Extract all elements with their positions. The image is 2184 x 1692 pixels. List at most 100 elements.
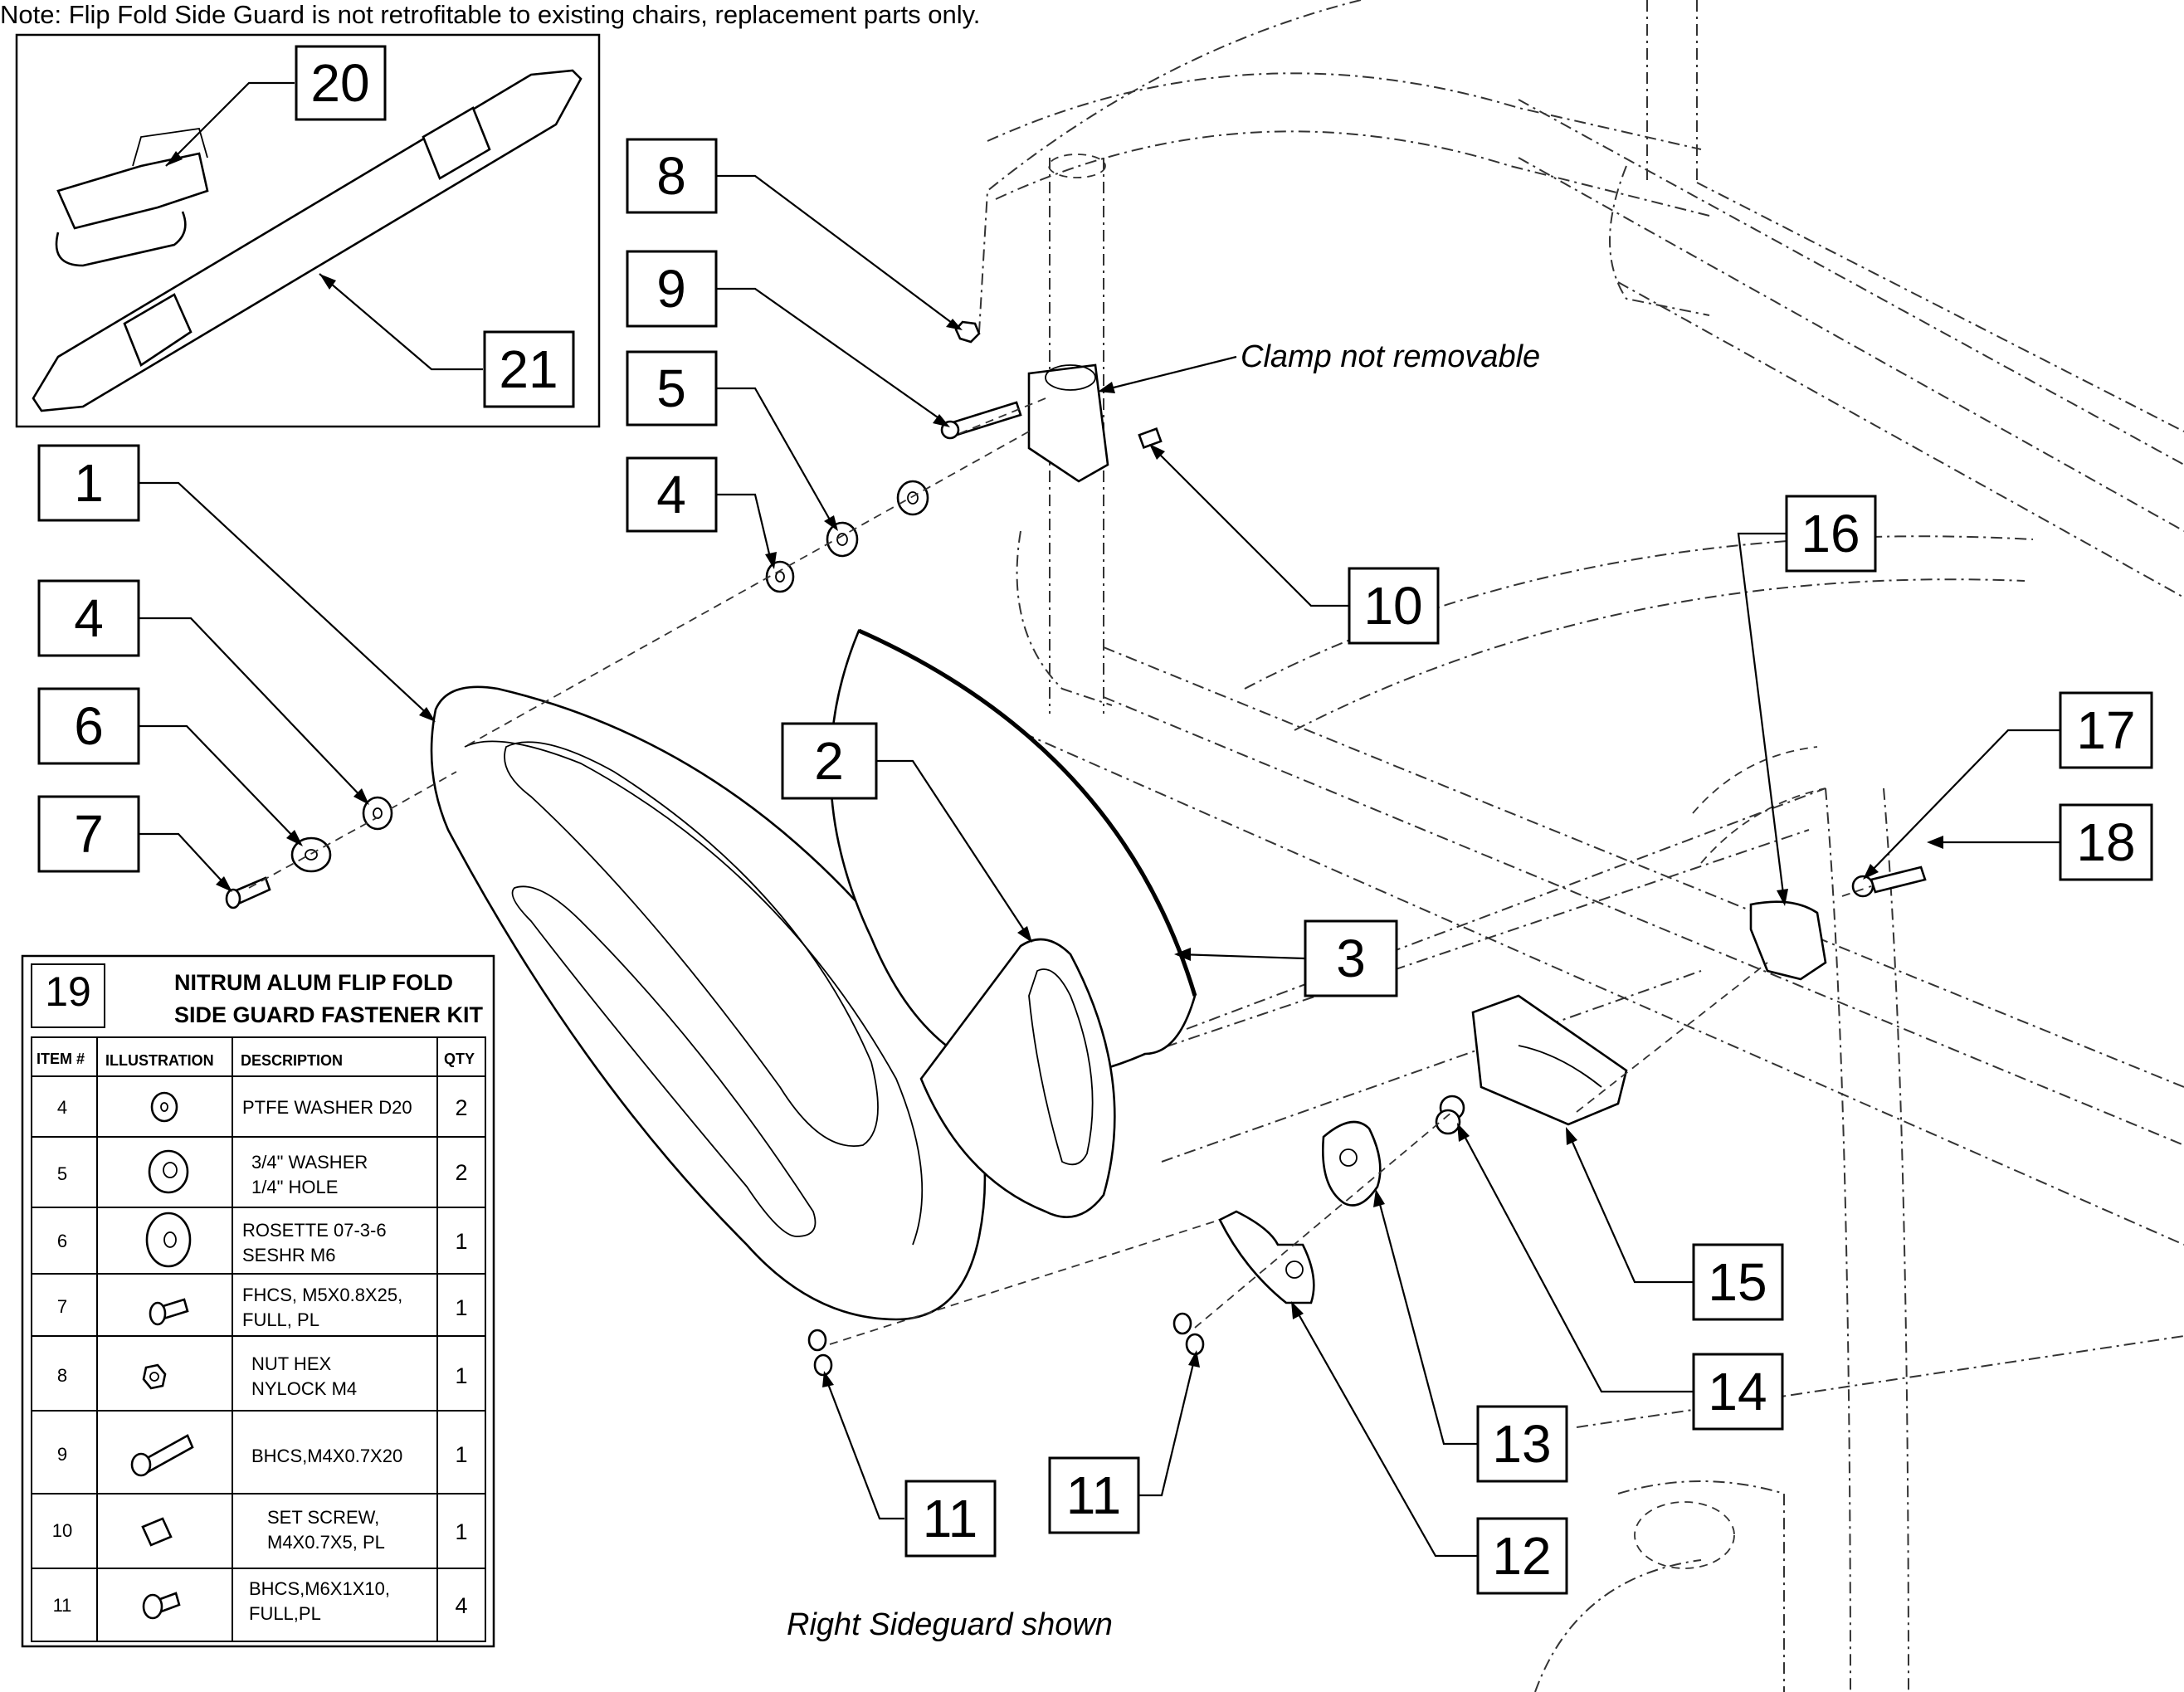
callout-6: 6 <box>37 687 140 765</box>
callout-12: 12 <box>1476 1517 1568 1595</box>
callout-18: 18 <box>2059 803 2153 881</box>
header-illustration: ILLUSTRATION <box>105 1052 214 1069</box>
svg-text:4: 4 <box>455 1593 467 1618</box>
callout-13: 13 <box>1476 1405 1568 1483</box>
svg-text:10: 10 <box>1363 576 1422 636</box>
callout-8: 8 <box>626 138 718 214</box>
svg-text:NUT HEX: NUT HEX <box>251 1353 331 1374</box>
assembly-lines <box>248 397 1872 1345</box>
svg-text:20: 20 <box>310 53 369 113</box>
callout-2: 2 <box>781 722 878 800</box>
svg-text:5: 5 <box>656 358 686 418</box>
header-qty: QTY <box>444 1051 475 1067</box>
callout-4-upper: 4 <box>626 456 718 533</box>
svg-text:8: 8 <box>656 146 686 206</box>
kit-row: 6 ROSETTE 07-3-6 SESHR M6 1 <box>57 1212 468 1268</box>
svg-text:ROSETTE 07-3-6: ROSETTE 07-3-6 <box>242 1220 387 1241</box>
svg-text:1: 1 <box>455 1519 467 1544</box>
svg-text:10: 10 <box>52 1520 72 1541</box>
svg-text:7: 7 <box>74 804 104 864</box>
svg-text:SESHR M6: SESHR M6 <box>242 1245 335 1265</box>
svg-text:5: 5 <box>57 1163 67 1184</box>
screw-icon <box>142 1592 181 1620</box>
callout-21: 21 <box>483 330 575 408</box>
header-item: ITEM # <box>37 1051 85 1067</box>
svg-text:18: 18 <box>2076 812 2135 872</box>
kit-row: 5 3/4" WASHER 1/4" HOLE 2 <box>57 1149 468 1197</box>
screw-icon <box>149 1298 189 1326</box>
svg-text:9: 9 <box>656 259 686 319</box>
rosette-icon <box>145 1212 192 1268</box>
svg-text:13: 13 <box>1492 1414 1551 1474</box>
side-guard-pad <box>829 628 1197 1080</box>
callout-3: 3 <box>1304 919 1398 997</box>
svg-text:FHCS, M5X0.8X25,: FHCS, M5X0.8X25, <box>242 1285 402 1305</box>
svg-text:1: 1 <box>74 453 104 513</box>
svg-text:FULL, PL: FULL, PL <box>242 1309 319 1330</box>
clamp-label: Clamp not removable <box>1241 339 1540 374</box>
kit-row: 4 PTFE WASHER D20 2 <box>57 1091 468 1123</box>
nut-icon <box>142 1363 167 1390</box>
washer-icon <box>150 1091 178 1123</box>
header-description: DESCRIPTION <box>241 1052 343 1069</box>
svg-text:9: 9 <box>57 1444 67 1465</box>
kit-row: 10 SET SCREW, M4X0.7X5, PL 1 <box>52 1507 468 1553</box>
svg-text:2: 2 <box>455 1160 467 1185</box>
callout-9: 9 <box>626 250 718 328</box>
inset-frame <box>15 33 601 428</box>
kit-title-line1: NITRUM ALUM FLIP FOLD <box>174 970 453 995</box>
svg-text:3: 3 <box>1336 929 1366 988</box>
bolt-icon <box>130 1434 194 1477</box>
svg-text:BHCS,M6X1X10,: BHCS,M6X1X10, <box>249 1578 390 1599</box>
kit-number: 19 <box>45 968 91 1015</box>
callout-15: 15 <box>1692 1243 1784 1321</box>
svg-text:17: 17 <box>2076 700 2135 760</box>
svg-text:2: 2 <box>814 731 844 791</box>
svg-text:1: 1 <box>455 1363 467 1388</box>
svg-text:7: 7 <box>57 1296 67 1317</box>
svg-text:21: 21 <box>499 339 558 399</box>
svg-text:1: 1 <box>455 1442 467 1467</box>
svg-text:BHCS,M4X0.7X20: BHCS,M4X0.7X20 <box>251 1446 402 1466</box>
kit-row: 9 BHCS,M4X0.7X20 1 <box>57 1434 468 1477</box>
svg-text:12: 12 <box>1492 1526 1551 1586</box>
svg-text:4: 4 <box>74 588 104 648</box>
set-screw-icon <box>141 1517 173 1547</box>
callout-11-left: 11 <box>904 1480 997 1558</box>
callout-14: 14 <box>1692 1353 1784 1431</box>
svg-text:11: 11 <box>53 1595 72 1616</box>
svg-text:8: 8 <box>57 1365 67 1386</box>
hardware <box>225 320 1927 1377</box>
kit-number-box <box>31 963 105 1028</box>
callout-11-right: 11 <box>1048 1456 1140 1534</box>
svg-text:2: 2 <box>455 1095 467 1120</box>
svg-text:16: 16 <box>1801 504 1860 563</box>
svg-text:14: 14 <box>1708 1362 1767 1421</box>
kit-row: 7 FHCS, M5X0.8X25, FULL, PL 1 <box>57 1285 468 1330</box>
callout-7: 7 <box>37 795 140 873</box>
svg-text:SET SCREW,: SET SCREW, <box>267 1507 379 1528</box>
kit-row: 8 NUT HEX NYLOCK M4 1 <box>57 1353 468 1399</box>
fastener-kit-table: 19 NITRUM ALUM FLIP FOLD SIDE GUARD FAST… <box>21 954 495 1648</box>
svg-text:1: 1 <box>455 1229 467 1254</box>
svg-text:PTFE WASHER D20: PTFE WASHER D20 <box>242 1097 412 1118</box>
callout-5: 5 <box>626 350 718 427</box>
note-text: Note: Flip Fold Side Guard is not retrof… <box>0 0 981 29</box>
washer-icon <box>148 1149 189 1194</box>
svg-text:NYLOCK M4: NYLOCK M4 <box>251 1378 357 1399</box>
wheelchair-frame <box>978 0 2184 1692</box>
callout-16: 16 <box>1785 495 1877 573</box>
callout-1: 1 <box>37 444 140 522</box>
svg-text:15: 15 <box>1708 1252 1767 1312</box>
svg-text:11: 11 <box>1066 1465 1121 1525</box>
svg-text:M4X0.7X5, PL: M4X0.7X5, PL <box>267 1532 385 1553</box>
svg-text:6: 6 <box>74 696 104 756</box>
svg-text:1: 1 <box>455 1295 467 1320</box>
svg-text:3/4" WASHER: 3/4" WASHER <box>251 1152 368 1173</box>
buckle-part <box>55 127 209 267</box>
callout-17: 17 <box>2059 691 2153 769</box>
kit-title-line2: SIDE GUARD FASTENER KIT <box>174 1002 484 1027</box>
callout-20: 20 <box>295 45 387 121</box>
svg-text:1/4" HOLE: 1/4" HOLE <box>251 1177 338 1197</box>
